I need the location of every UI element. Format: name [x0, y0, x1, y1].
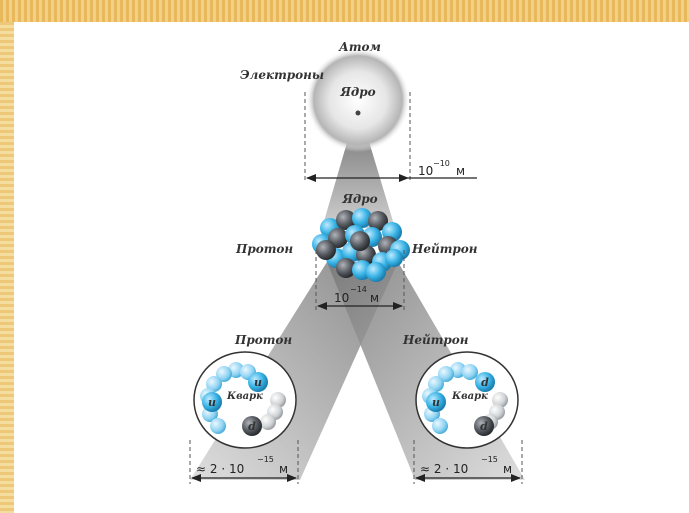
- svg-text:≈ 2 · 10: ≈ 2 · 10: [196, 462, 244, 476]
- atom-size-label: 10 −10 м: [418, 159, 465, 178]
- nucleus-label: Ядро: [341, 192, 377, 206]
- proton-bottom-label: Протон: [234, 333, 292, 347]
- svg-text:u: u: [208, 396, 216, 409]
- svg-text:d: d: [248, 420, 256, 433]
- svg-text:м: м: [456, 164, 465, 178]
- decorative-left-border: [0, 22, 14, 513]
- atom-electron-cloud: [306, 48, 410, 152]
- proton-quark-d: d: [242, 416, 262, 436]
- quark-label-right: Кварк: [451, 391, 488, 402]
- svg-text:u: u: [254, 376, 262, 389]
- proton-quark-u1: u: [248, 372, 268, 392]
- svg-text:м: м: [370, 291, 379, 305]
- svg-text:−15: −15: [257, 455, 274, 464]
- atom-nucleus-dot: [356, 111, 361, 116]
- nucleus-small-label: Ядро: [339, 85, 375, 99]
- svg-text:10: 10: [418, 164, 433, 178]
- svg-text:−14: −14: [350, 285, 367, 294]
- atom-structure-diagram: Атом Электроны Ядро 10 −10 м Ядро Протон: [14, 22, 689, 513]
- svg-text:10: 10: [334, 291, 349, 305]
- electrons-label: Электроны: [240, 68, 324, 82]
- neutron-label: Нейтрон: [411, 242, 478, 256]
- svg-text:м: м: [279, 462, 288, 476]
- svg-text:d: d: [480, 420, 488, 433]
- svg-text:d: d: [481, 376, 489, 389]
- diagram-slide: Атом Электроны Ядро 10 −10 м Ядро Протон: [14, 22, 689, 513]
- svg-text:u: u: [432, 396, 440, 409]
- proton-label: Протон: [235, 242, 293, 256]
- decorative-top-border: [0, 0, 689, 22]
- quark-label-left: Кварк: [226, 391, 263, 402]
- atom-label: Атом: [338, 40, 381, 54]
- proton-quark-u2: u: [202, 392, 222, 412]
- neutron-quark-u: u: [426, 392, 446, 412]
- neutron-quark-d1: d: [475, 372, 495, 392]
- svg-text:−10: −10: [433, 159, 450, 168]
- svg-text:≈ 2 · 10: ≈ 2 · 10: [420, 462, 468, 476]
- neutron-bottom-label: Нейтрон: [402, 333, 469, 347]
- svg-text:−15: −15: [481, 455, 498, 464]
- neutron-quark-d2: d: [474, 416, 494, 436]
- svg-text:м: м: [503, 462, 512, 476]
